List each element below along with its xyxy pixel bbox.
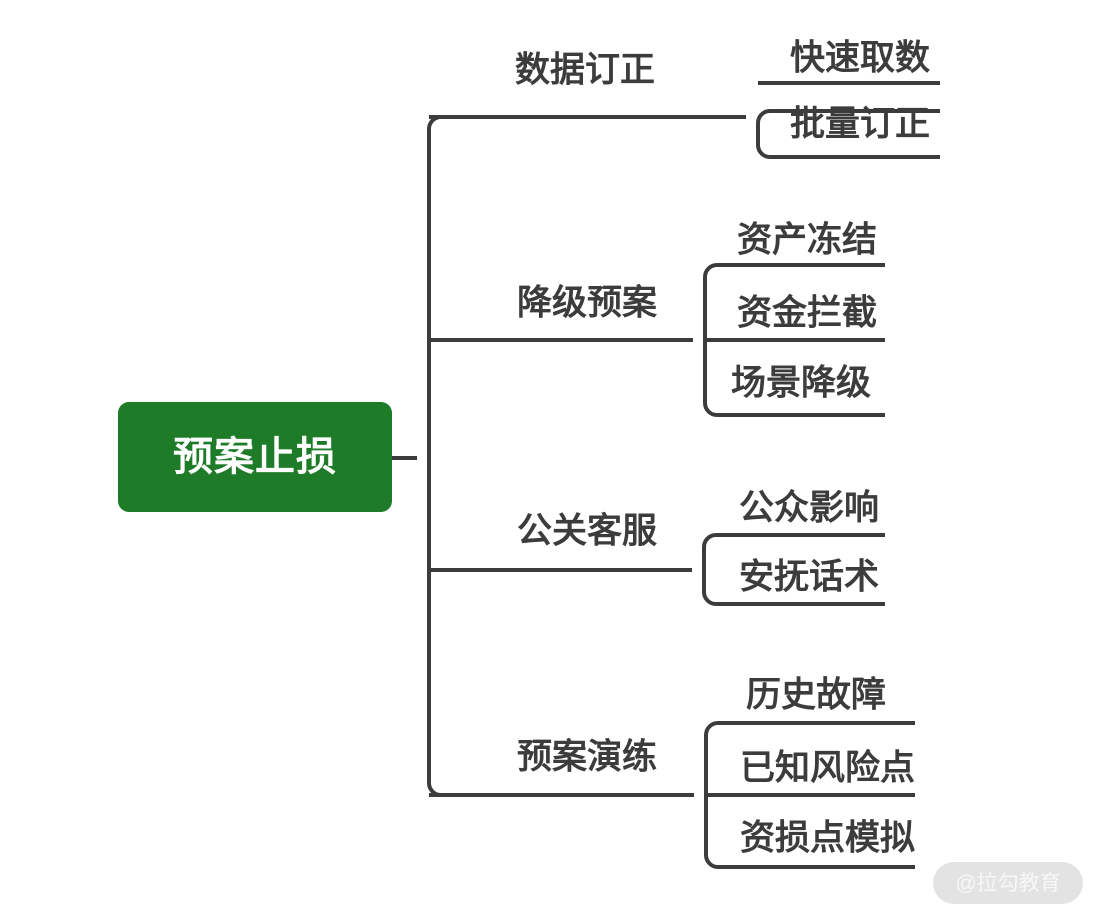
leaf-label-1-2[interactable]: 批量订正 bbox=[790, 104, 931, 144]
leaf-label-2-3[interactable]: 场景降级 bbox=[731, 363, 872, 403]
root-node[interactable]: 预案止损 bbox=[118, 402, 392, 512]
root-node-label: 预案止损 bbox=[173, 435, 337, 479]
branch-label-2[interactable]: 降级预案 bbox=[517, 283, 658, 323]
branch-label-1[interactable]: 数据订正 bbox=[515, 50, 656, 90]
leaf-label-2-2[interactable]: 资金拦截 bbox=[737, 293, 878, 333]
leaf-label-3-1[interactable]: 公众影响 bbox=[739, 488, 880, 528]
branch-label-4[interactable]: 预案演练 bbox=[517, 737, 658, 777]
leaf-label-4-1[interactable]: 历史故障 bbox=[746, 675, 887, 715]
branch-label-3[interactable]: 公关客服 bbox=[517, 511, 658, 551]
watermark-badge: @拉勾教育 bbox=[933, 862, 1083, 904]
leaf-label-4-2[interactable]: 已知风险点 bbox=[740, 748, 916, 788]
leaf-label-3-2[interactable]: 安抚话术 bbox=[739, 557, 880, 597]
leaf-label-4-3[interactable]: 资损点模拟 bbox=[740, 818, 916, 858]
main-spine bbox=[427, 115, 453, 797]
leaf-label-1-1[interactable]: 快速取数 bbox=[790, 38, 931, 78]
leaf-label-2-1[interactable]: 资产冻结 bbox=[737, 220, 878, 260]
watermark-label: @拉勾教育 bbox=[955, 871, 1061, 895]
